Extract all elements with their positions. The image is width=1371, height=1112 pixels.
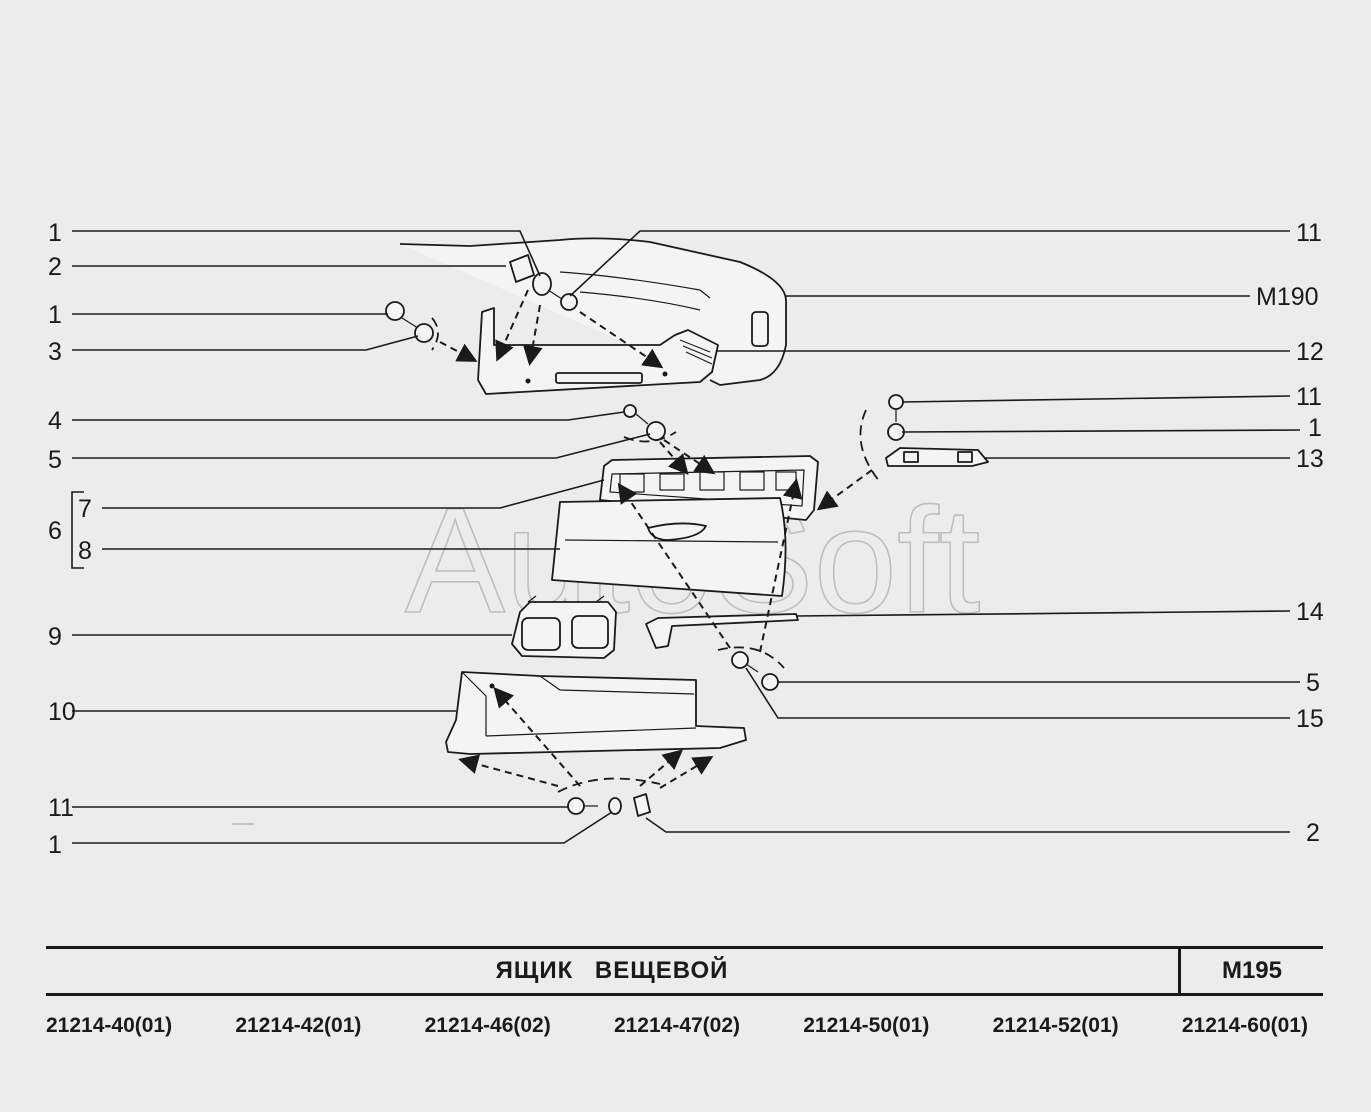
callout-right: M190	[1256, 283, 1319, 311]
callout-right: 11	[1296, 219, 1322, 247]
callout-left: 10	[48, 698, 76, 726]
screw-washer-middle	[623, 404, 677, 443]
callout-right: 5	[1306, 669, 1320, 697]
right-handle-clip	[859, 394, 989, 483]
callout-right: 1	[1308, 414, 1322, 442]
callout-left: 9	[48, 623, 62, 651]
model-code: 21214-52(01)	[992, 1014, 1119, 1037]
bottom-fasteners	[557, 777, 661, 817]
glove-box	[445, 671, 747, 755]
title-divider	[1178, 949, 1181, 993]
callout-left: 1	[48, 831, 62, 859]
callout-left: 1	[48, 301, 62, 329]
callout-right: 14	[1296, 598, 1324, 626]
title-bar: ЯЩИК ВЕЩЕВОЙ M195	[46, 946, 1323, 996]
callouts-left: 1 2 1 3 4 5 7 6 8 9 10 11 1	[48, 219, 92, 859]
callout-right: 15	[1296, 705, 1324, 733]
callout-right: 12	[1296, 338, 1324, 366]
callout-left: 8	[78, 537, 92, 565]
screw-washer-lower	[717, 646, 785, 691]
callout-left: 5	[48, 446, 62, 474]
callout-right: 11	[1296, 383, 1322, 411]
model-code: 21214-60(01)	[1181, 1014, 1308, 1037]
leader-lines	[71, 230, 1301, 844]
page-code: M195	[1221, 957, 1283, 984]
callout-left: 2	[48, 253, 62, 281]
model-list: 21214-40(01) 21214-42(01) 21214-46(02) 2…	[46, 1014, 1308, 1038]
clip-nut-group-top	[509, 254, 578, 311]
page-title: ЯЩИК ВЕЩЕВОЙ	[495, 957, 729, 984]
callout-left: 7	[78, 495, 92, 523]
callout-left: 4	[48, 407, 62, 435]
callout-left: 11	[48, 794, 74, 822]
model-code: 21214-50(01)	[803, 1014, 930, 1037]
callout-left: 1	[48, 219, 62, 247]
upper-bracket	[477, 307, 719, 395]
screw-nut-left	[385, 301, 439, 351]
callout-left: 6	[48, 517, 62, 545]
callout-left: 3	[48, 338, 62, 366]
callout-right: 2	[1306, 819, 1320, 847]
model-code: 21214-42(01)	[235, 1014, 362, 1037]
assembly-arrows	[439, 289, 873, 789]
model-code: 21214-40(01)	[46, 1014, 173, 1037]
callouts-right: 11 M190 12 11 1 13 14 5 15 2	[1256, 219, 1324, 847]
hinge-rod	[645, 613, 799, 649]
callout-right: 13	[1296, 445, 1324, 473]
latch	[511, 595, 617, 659]
model-code: 21214-47(02)	[613, 1014, 741, 1037]
model-code: 21214-46(02)	[424, 1014, 551, 1037]
lid-panel	[551, 497, 787, 597]
